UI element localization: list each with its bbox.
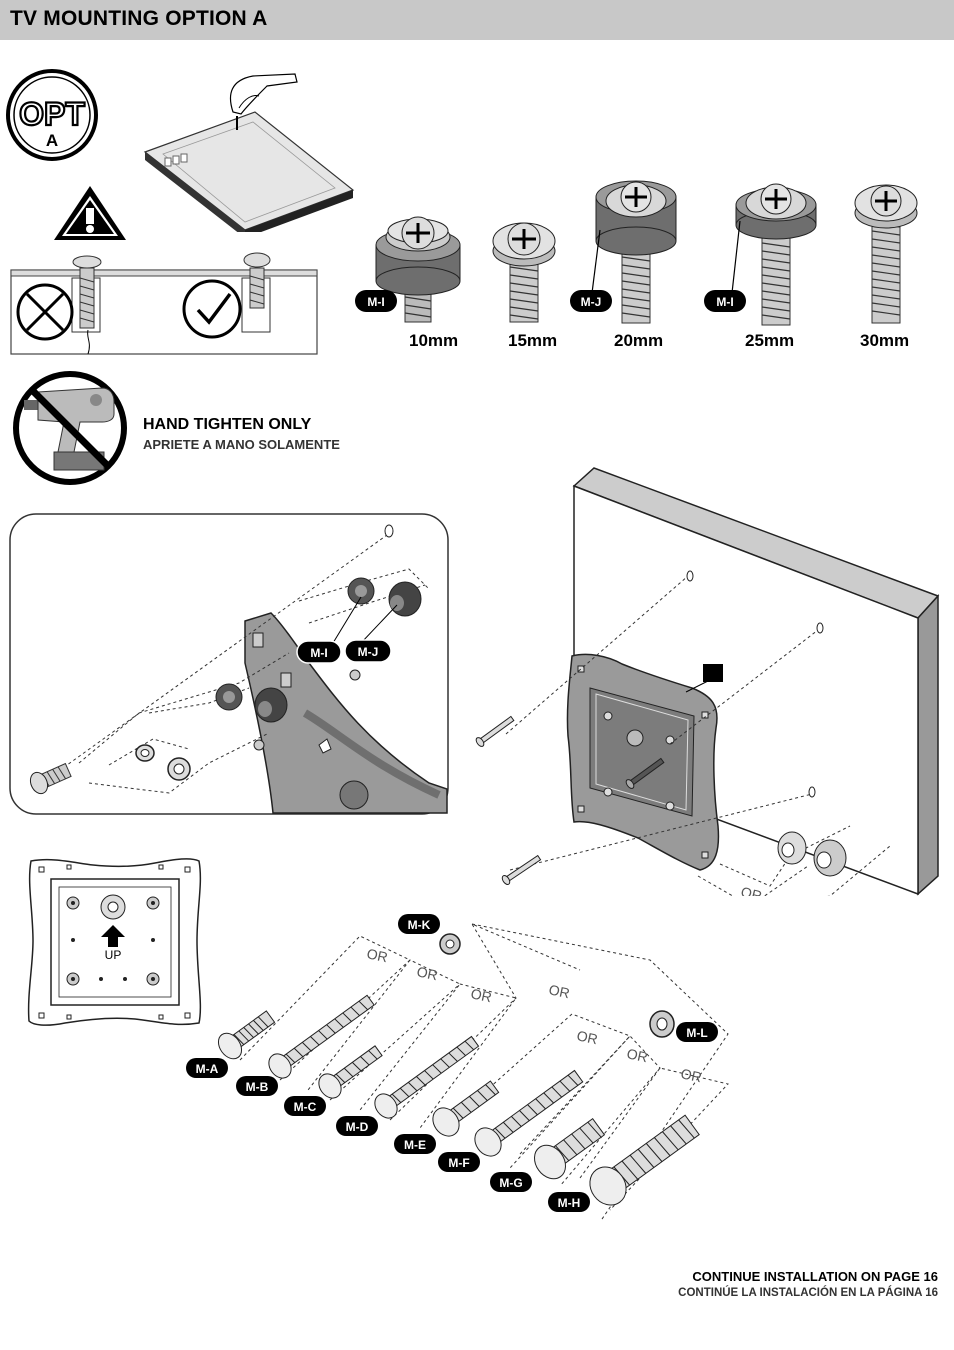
part-tag-m-d: M-D <box>336 1116 378 1136</box>
spacer-detail-panel: M-I M-J <box>9 513 449 815</box>
spacer-tag-10mm: M-I <box>355 290 397 312</box>
size-label-15mm: 15mm <box>508 331 558 350</box>
section-header: TV MOUNTING OPTION A <box>0 0 954 40</box>
or-label-2: OR <box>415 963 439 983</box>
svg-text:M-I: M-I <box>716 295 733 309</box>
screw-10mm <box>375 216 461 323</box>
size-label-25mm: 25mm <box>745 331 795 350</box>
no-power-drill-icon <box>13 371 127 485</box>
svg-text:M-G: M-G <box>499 1176 522 1190</box>
size-label-10mm: 10mm <box>409 331 459 350</box>
part-tag-m-f: M-F <box>438 1152 480 1172</box>
part-tag-m-h: M-H <box>548 1192 590 1212</box>
detail-tag-m-i: M-I <box>296 640 342 664</box>
spacer-tag-25mm: M-I <box>704 290 746 312</box>
screw-15mm <box>492 222 556 323</box>
svg-text:M-H: M-H <box>558 1196 581 1210</box>
detail-tag-m-j: M-J <box>344 639 392 663</box>
incorrect-icon <box>16 283 74 341</box>
svg-text:M-F: M-F <box>448 1156 469 1170</box>
screw-length-check <box>10 252 318 355</box>
up-label: UP <box>105 948 122 962</box>
svg-text:M-A: M-A <box>196 1062 219 1076</box>
page-title: TV MOUNTING OPTION A <box>10 7 268 30</box>
wall-mount-exploded-view: OR <box>475 467 940 896</box>
up-arrow-icon <box>101 925 125 947</box>
svg-text:M-I: M-I <box>310 646 327 660</box>
continue-note: CONTINUE INSTALLATION ON PAGE 16 <box>692 1269 938 1284</box>
correct-icon <box>182 279 242 339</box>
size-label-20mm: 20mm <box>614 331 664 350</box>
screw-30mm <box>854 184 918 324</box>
svg-text:M-J: M-J <box>358 645 379 659</box>
opt-badge-text: OPT <box>19 96 85 132</box>
hardware-screws: OR OR OR OR OR OR OR <box>186 914 729 1220</box>
part-tag-m-g: M-G <box>490 1172 532 1192</box>
tv-back-illustration <box>143 73 355 232</box>
continue-note-es: CONTINÚE LA INSTALACIÓN EN LA PÁGINA 16 <box>678 1287 938 1299</box>
svg-text:M-L: M-L <box>686 1026 707 1040</box>
or-label-4: OR <box>547 981 571 1001</box>
plate-front-view: UP <box>27 858 202 1026</box>
screw-25mm <box>731 183 817 326</box>
part-tag-m-c: M-C <box>284 1096 326 1116</box>
svg-text:M-C: M-C <box>294 1100 317 1114</box>
svg-text:M-I: M-I <box>367 295 384 309</box>
spacer-tag-20mm: M-J <box>570 290 612 312</box>
or-label-1: OR <box>365 945 389 965</box>
svg-text:M-E: M-E <box>404 1138 426 1152</box>
screw-size-lineup: M-I M-J M-I <box>355 180 918 326</box>
part-tag-m-e: M-E <box>394 1134 436 1154</box>
hand-tighten-note: HAND TIGHTEN ONLY <box>143 416 312 433</box>
or-label-wall: OR <box>739 883 763 896</box>
screw-20mm <box>591 180 677 324</box>
opt-badge: OPT A <box>6 69 98 161</box>
warning-icon <box>54 186 126 240</box>
part-tag-m-k: M-K <box>398 914 440 934</box>
size-label-30mm: 30mm <box>860 331 910 350</box>
or-label-5: OR <box>575 1027 599 1047</box>
or-label-3: OR <box>469 985 493 1005</box>
svg-text:M-J: M-J <box>581 295 602 309</box>
part-tag-m-a: M-A <box>186 1058 228 1078</box>
svg-text:M-B: M-B <box>246 1080 269 1094</box>
or-label-7: OR <box>679 1065 703 1085</box>
part-tag-m-b: M-B <box>236 1076 278 1096</box>
opt-badge-letter: A <box>46 131 58 150</box>
svg-text:M-K: M-K <box>408 918 431 932</box>
hand-tighten-note-es: APRIETE A MANO SOLAMENTE <box>143 437 340 452</box>
or-label-6: OR <box>625 1045 649 1065</box>
part-tag-m-l: M-L <box>676 1022 718 1042</box>
svg-text:M-D: M-D <box>346 1120 369 1134</box>
